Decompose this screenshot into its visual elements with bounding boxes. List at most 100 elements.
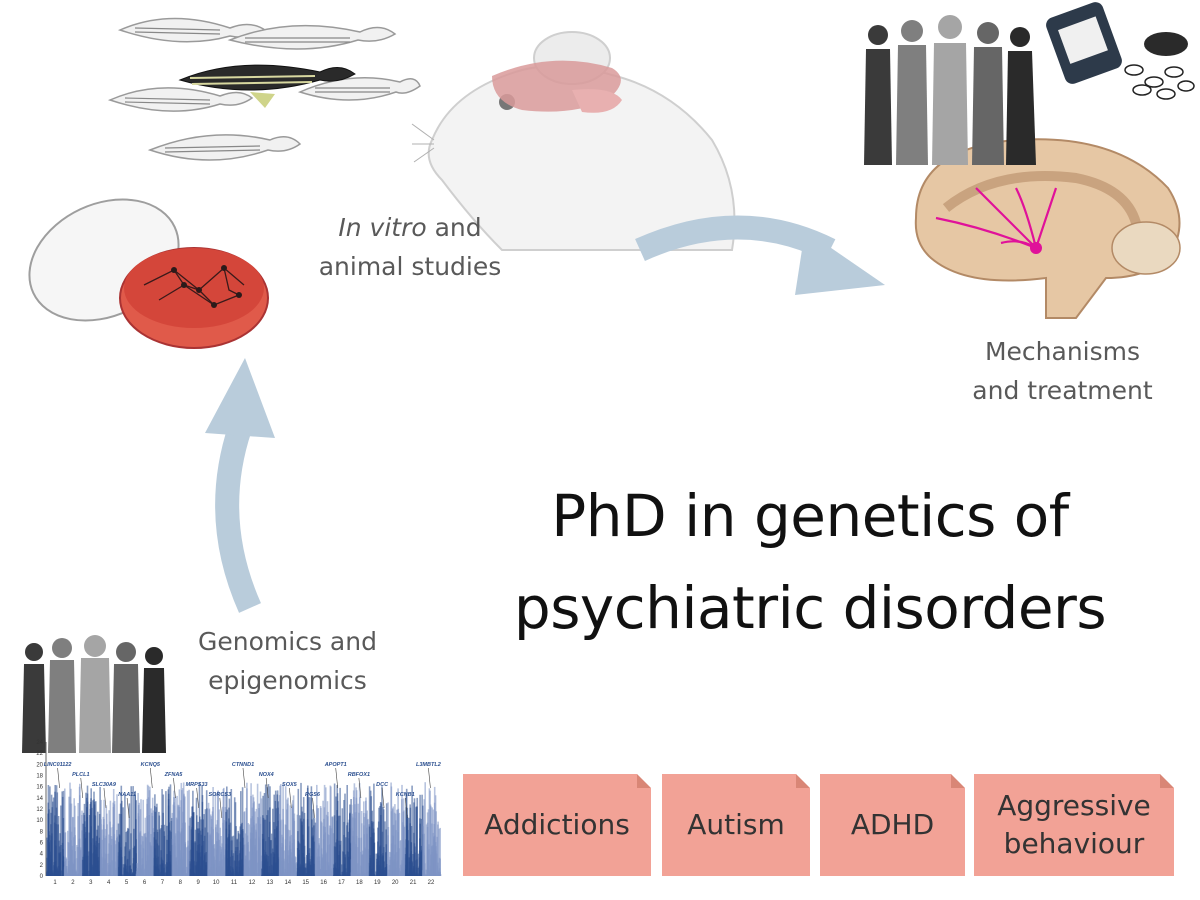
chromosome-label: 10 — [213, 880, 220, 886]
chromosome-label: 22 — [428, 880, 435, 886]
chromosome-points — [404, 785, 424, 876]
arrow-to-invitro-icon — [205, 358, 275, 613]
gene-pointer — [149, 767, 153, 789]
chromosome-points — [422, 782, 442, 876]
title-line2: psychiatric disorders — [513, 574, 1107, 642]
gene-pointer — [126, 797, 130, 819]
chromosome-label: 7 — [161, 880, 165, 886]
chromosome-points — [243, 782, 263, 876]
y-tick-label: 4 — [40, 852, 44, 858]
chromosome-points — [225, 786, 245, 876]
people-silhouettes-icon — [22, 635, 166, 753]
chromosome-points — [386, 782, 406, 876]
genomics-line1: Genomics and — [198, 627, 377, 656]
chromosome-label: 21 — [410, 880, 417, 886]
gene-pointer — [265, 777, 269, 799]
arrow-to-mechanisms-icon — [635, 215, 885, 295]
in-vitro-and: and — [426, 213, 482, 242]
chromosome-label: 16 — [320, 880, 327, 886]
gene-label: L3MBTL2 — [416, 762, 441, 768]
chromosome-label: 13 — [267, 880, 274, 886]
y-tick-label: 22 — [36, 751, 43, 757]
gene-pointer — [173, 777, 176, 799]
chromosome-label: 15 — [302, 880, 309, 886]
y-tick-label: 6 — [40, 841, 44, 847]
gene-pointer — [404, 797, 408, 819]
gene-label: NAA11 — [118, 792, 136, 798]
disorder-label: Aggressive behaviour — [997, 789, 1151, 860]
pill-bottle-icon — [1046, 2, 1195, 100]
chromosome-label: 9 — [197, 880, 201, 886]
chromosome-label: 19 — [374, 880, 381, 886]
chromosome-points — [368, 783, 388, 876]
disorder-tag-aggressive: Aggressive behaviour — [974, 774, 1174, 876]
chromosome-points — [278, 783, 299, 876]
chromosome-points — [135, 784, 155, 876]
y-tick-label: 16 — [36, 785, 43, 791]
gene-label: ZFNA5 — [164, 772, 184, 778]
y-tick-label: 10 — [36, 818, 43, 824]
disorder-label: Autism — [687, 808, 785, 841]
petri-dish-icon — [28, 198, 269, 349]
gene-pointer — [103, 787, 107, 809]
chromosome-label: 20 — [392, 880, 399, 886]
chromosome-label: 3 — [89, 880, 93, 886]
disorder-label: ADHD — [850, 808, 935, 841]
gene-label: SOX5 — [282, 782, 298, 788]
gene-pointer — [312, 797, 315, 819]
gene-pointer — [219, 797, 223, 819]
chromosome-label: 4 — [107, 880, 111, 886]
stage-label-genomics: Genomics and epigenomics — [180, 622, 395, 700]
chromosome-points — [99, 789, 120, 876]
gene-label: PLCL1 — [72, 772, 89, 778]
chromosome-points — [189, 782, 209, 876]
gene-pointer — [428, 767, 431, 789]
chromosome-points — [332, 783, 352, 876]
y-tick-label: 12 — [36, 807, 43, 813]
chromosome-label: 11 — [231, 880, 238, 886]
chromosome-points — [207, 787, 227, 876]
y-tick-label: 8 — [40, 829, 44, 835]
chromosome-points — [153, 784, 173, 876]
zebrafish-icon — [107, 17, 421, 161]
y-tick-label: 18 — [36, 774, 43, 780]
chromosome-points — [81, 785, 101, 876]
gene-label: RGS6 — [305, 792, 321, 798]
disorder-tag-adhd: ADHD — [820, 774, 965, 876]
disorder-tag-autism: Autism — [662, 774, 810, 876]
chromosome-points — [296, 782, 317, 876]
gene-label: SORCS3 — [208, 792, 231, 798]
y-tick-label: 2 — [40, 863, 44, 869]
gene-pointer — [242, 767, 246, 789]
chromosome-points — [171, 782, 191, 876]
gene-pointer — [381, 787, 385, 809]
chromosome-points — [117, 785, 137, 876]
chromosome-label: 18 — [356, 880, 363, 886]
chromosome-label: 1 — [53, 880, 57, 886]
gene-pointer — [335, 767, 339, 789]
y-tick-label: 24 — [36, 740, 43, 746]
gene-label: APOPT1 — [324, 762, 347, 768]
gene-pointer — [196, 787, 199, 809]
in-vitro-line2: animal studies — [318, 252, 502, 281]
disorder-label: Addictions — [484, 808, 630, 841]
brain-sagittal-icon — [914, 138, 1181, 319]
chromosome-label: 5 — [125, 880, 129, 886]
y-tick-label: 20 — [36, 762, 43, 768]
gene-label: MRPS33 — [186, 782, 208, 788]
chromosome-label: 8 — [179, 880, 183, 886]
stage-label-mechanisms: Mechanisms and treatment — [950, 332, 1175, 410]
chromosome-label: 14 — [284, 880, 291, 886]
genomics-line2: epigenomics — [208, 666, 367, 695]
mechanisms-line1: Mechanisms — [984, 337, 1141, 366]
gene-label: DCC — [376, 782, 389, 788]
gene-label: SLC30A9 — [92, 782, 117, 788]
chromosome-points — [46, 785, 65, 876]
gene-label: KCNQ5 — [141, 762, 161, 768]
gene-pointer — [80, 777, 84, 799]
title-line1: PhD in genetics of — [551, 482, 1069, 550]
people-silhouettes-icon — [864, 15, 1036, 165]
chromosome-label: 6 — [143, 880, 147, 886]
chromosome-points — [350, 783, 370, 876]
